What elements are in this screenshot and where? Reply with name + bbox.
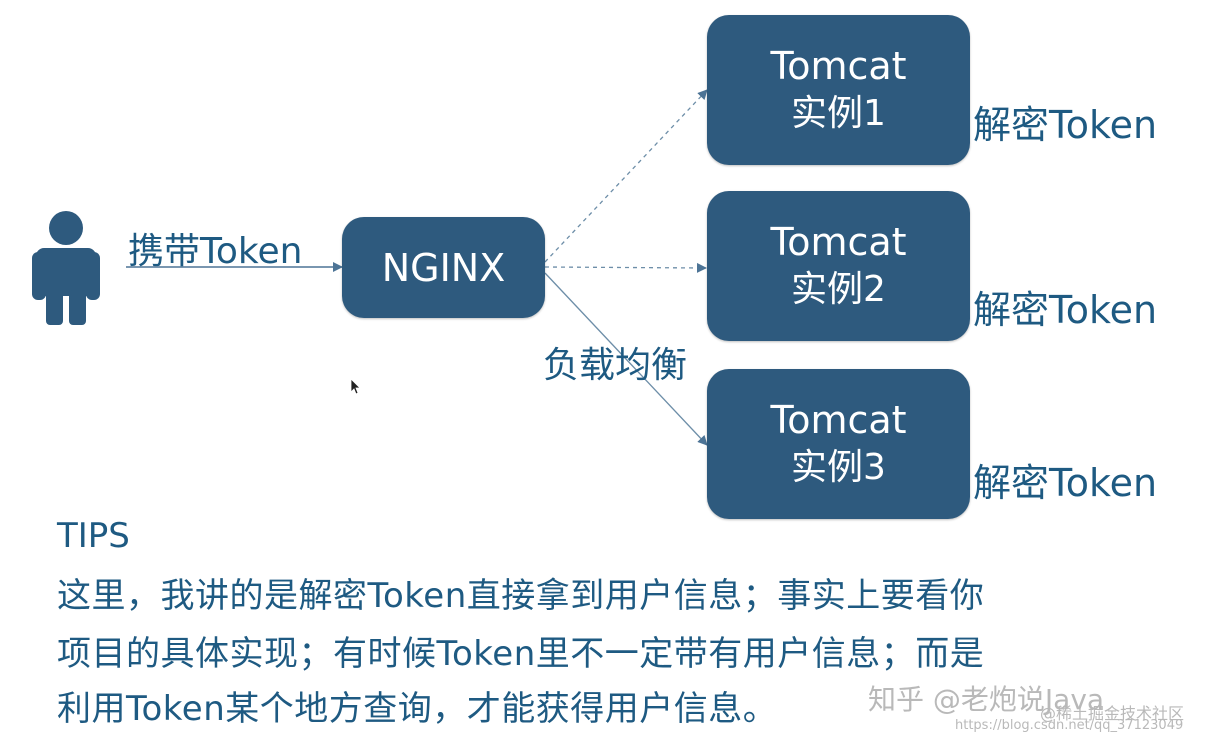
nginx-label: NGINX [381, 245, 506, 290]
user-icon [32, 211, 100, 325]
tomcat-instance: 实例2 [791, 269, 886, 310]
mouse-cursor-icon [350, 378, 361, 395]
tomcat-instance: 实例1 [791, 93, 886, 134]
arrow-nginx-to-tomcat-2 [544, 262, 707, 273]
tips-line-3: 利用Token某个地方查询，才能获得用户信息。 [57, 689, 778, 729]
decrypt-token-label-1: 解密Token [973, 103, 1158, 147]
tips-title: TIPS [57, 516, 130, 556]
tomcat-name: Tomcat [770, 398, 907, 442]
load-balance-label: 负载均衡 [543, 345, 688, 386]
site-watermark: @稀土掘金技术社区 [1040, 704, 1185, 723]
tomcat-box-1: Tomcat 实例1 [707, 15, 970, 165]
tomcat-instance: 实例3 [791, 447, 886, 488]
decrypt-token-label-3: 解密Token [973, 461, 1158, 505]
zhihu-watermark: 知乎 @老炮说Java [868, 683, 1105, 716]
carry-token-label: 携带Token [128, 231, 303, 272]
tomcat-name: Tomcat [770, 220, 907, 264]
nginx-box: NGINX [342, 217, 545, 318]
arrow-nginx-to-tomcat-1 [544, 89, 708, 263]
arrow-nginx-to-tomcat-3 [544, 272, 708, 446]
tips-line-2: 项目的具体实现；有时候Token里不一定带有用户信息；而是 [57, 634, 985, 674]
tomcat-box-3: Tomcat 实例3 [707, 369, 970, 519]
tips-line-1: 这里，我讲的是解密Token直接拿到用户信息；事实上要看你 [57, 576, 985, 616]
csdn-watermark: https://blog.csdn.net/qq_37123049 [955, 718, 1184, 733]
tomcat-name: Tomcat [770, 44, 907, 88]
tomcat-box-2: Tomcat 实例2 [707, 191, 970, 341]
decrypt-token-label-2: 解密Token [973, 288, 1158, 332]
